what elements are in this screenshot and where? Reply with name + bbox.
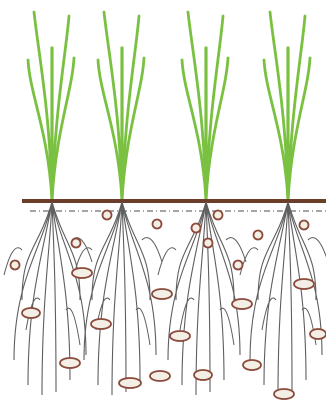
soil-particle-round <box>254 231 263 240</box>
soil-particle-round <box>300 221 309 230</box>
lateral-root <box>180 298 194 330</box>
soil-particle-oval <box>60 358 80 368</box>
soil-particle-oval <box>170 331 190 341</box>
soil-particle-round <box>11 261 20 270</box>
root-strand <box>288 202 292 392</box>
root-system-3 <box>158 202 246 395</box>
soil-particle-oval <box>152 289 172 299</box>
root-strand <box>98 202 122 385</box>
soil-particle-oval <box>243 360 261 370</box>
soil-particle-round <box>214 211 223 220</box>
plants-layer <box>28 12 310 200</box>
root-strand <box>258 202 288 300</box>
soil-particle-oval <box>294 279 314 289</box>
rice-seedling-1 <box>28 12 74 200</box>
soil-particle-oval <box>232 299 252 309</box>
root-strand <box>176 202 206 300</box>
lateral-root <box>262 298 276 330</box>
soil-particle-oval <box>91 319 111 329</box>
soil-particle-round <box>72 239 81 248</box>
soil-particle-oval <box>194 370 212 380</box>
soil-particle-oval <box>72 268 92 278</box>
soil-particle-oval <box>310 329 326 339</box>
soil-surface-layer <box>22 201 326 211</box>
soil-particle-round <box>103 211 112 220</box>
lateral-root <box>226 238 246 262</box>
lateral-root <box>142 238 162 262</box>
soil-particle-oval <box>150 371 170 381</box>
rice-seedling-3 <box>182 12 228 200</box>
soil-particle-round <box>234 261 243 270</box>
rice-seedling-2 <box>98 12 144 200</box>
soil-particle-oval <box>119 378 141 388</box>
root-strand <box>122 202 126 392</box>
root-strand <box>28 202 52 385</box>
lateral-root <box>158 248 176 275</box>
soil-particle-round <box>192 224 201 233</box>
root-strand <box>22 202 52 300</box>
root-strand <box>52 202 56 392</box>
soil-particle-round <box>153 220 162 229</box>
root-system-2 <box>74 202 162 395</box>
root-strand <box>264 202 288 385</box>
rice-seedling-4 <box>264 12 310 200</box>
root-strand <box>206 202 210 392</box>
soil-particle-oval <box>274 389 294 399</box>
soil-particle-oval <box>22 308 40 318</box>
soil-particle-round <box>204 239 213 248</box>
